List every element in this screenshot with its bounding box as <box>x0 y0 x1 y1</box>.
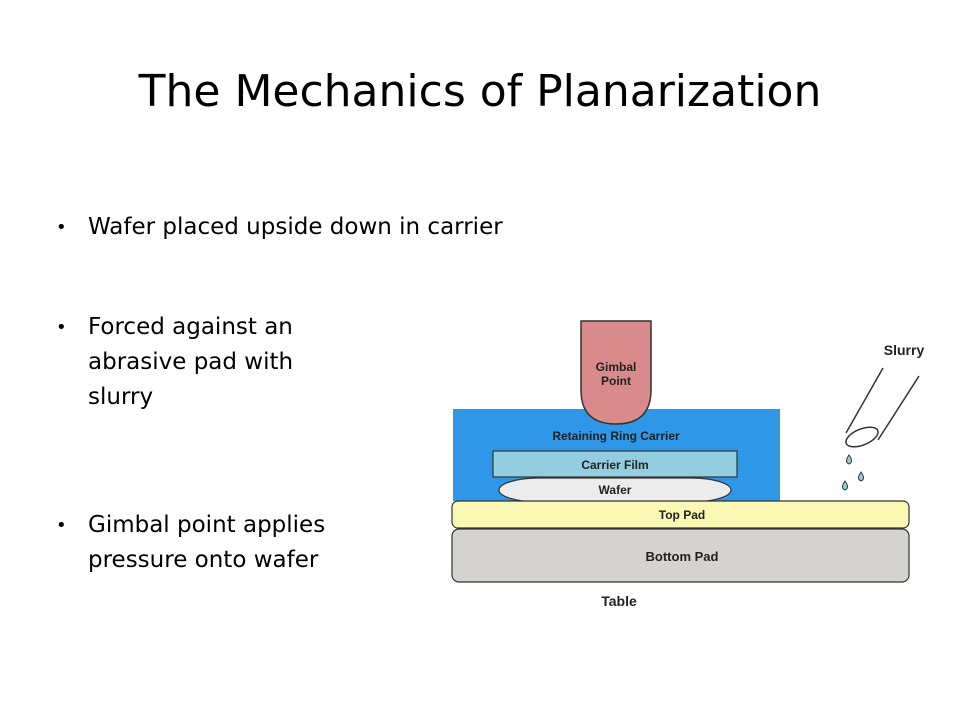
gimbal-label-line1: Gimbal <box>596 360 637 374</box>
bullet-line: Forced against an <box>88 314 293 340</box>
wafer-label: Wafer <box>599 483 632 497</box>
carrier-film-label: Carrier Film <box>581 458 648 472</box>
bullet-line: Wafer placed upside down in carrier <box>88 214 503 240</box>
carrier-film <box>492 450 738 478</box>
bottom-pad-label: Bottom Pad <box>646 549 719 564</box>
retaining-ring-label: Retaining Ring Carrier <box>552 429 680 443</box>
bullet-item: • Wafer placed upside down in carrier <box>56 210 696 245</box>
bullet-line: pressure onto wafer <box>88 547 319 573</box>
bullet-text: Wafer placed upside down in carrier <box>88 210 503 245</box>
slurry-droplet <box>842 480 848 491</box>
slurry-label: Slurry <box>884 342 925 358</box>
gimbal-point <box>580 320 652 425</box>
bullet-text: Gimbal point applies pressure onto wafer <box>88 508 325 578</box>
slurry-nozzle-edge <box>877 375 920 441</box>
slurry-nozzle-edge <box>845 367 884 434</box>
gimbal-label-line2: Point <box>601 374 631 388</box>
slurry-droplet <box>846 454 852 465</box>
bullet-text: Forced against an abrasive pad with slur… <box>88 310 293 415</box>
bullet-line: abrasive pad with <box>88 349 294 375</box>
top-pad-label: Top Pad <box>659 508 705 522</box>
bullet-item: • Gimbal point applies pressure onto waf… <box>56 508 386 578</box>
bullet-dot-icon: • <box>56 515 67 536</box>
bullet-line: slurry <box>88 384 154 410</box>
bullet-line: Gimbal point applies <box>88 512 326 538</box>
top-pad <box>451 500 910 529</box>
slurry-droplet <box>858 471 864 482</box>
table-label: Table <box>601 593 637 609</box>
bullet-item: • Forced against an abrasive pad with sl… <box>56 310 376 415</box>
bullet-dot-icon: • <box>56 317 67 338</box>
slide-title: The Mechanics of Planarization <box>138 66 822 117</box>
bullet-dot-icon: • <box>56 217 67 238</box>
bottom-pad <box>451 528 910 583</box>
slurry-nozzle-opening <box>845 426 879 448</box>
